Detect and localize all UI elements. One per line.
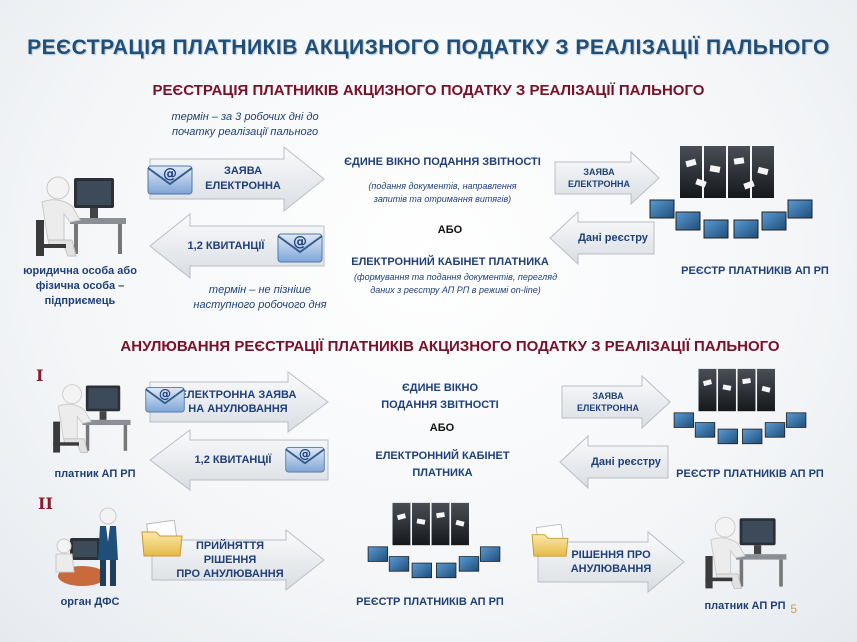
dfs-label: орган ДФС — [60, 596, 120, 608]
receipt-arrow-label: 1,2 КВИТАНЦІЇ — [187, 240, 265, 252]
cabinet-note-line1: (формування та подання документів, перег… — [353, 272, 558, 282]
receipt-arrow-label: 1,2 КВИТАНЦІЇ — [194, 454, 272, 466]
registry-label: РЕЄСТР ПЛАТНИКІВ АП РП — [356, 596, 504, 608]
small-application-arrow-label: ЗАЯВА ЕЛЕКТРОННА — [566, 386, 650, 418]
decision-notice-arrow: РІШЕННЯ ПРО АНУЛЮВАННЯ — [536, 530, 686, 594]
decision-notice-line1: РІШЕННЯ ПРО — [571, 549, 651, 561]
email-envelope-icon: @ — [146, 158, 194, 203]
registry-label: РЕЄСТР ПЛАТНИКІВ АП РП — [681, 265, 829, 277]
section1-title: РЕЄСТРАЦІЯ ПЛАТНИКІВ АКЦИЗНОГО ПОДАТКУ З… — [152, 82, 705, 99]
person-label: юридична особа або фізична особа – підпр… — [22, 264, 138, 309]
registry-data-arrow-label: Дані реєстру — [591, 456, 661, 468]
registry-data-arrow-label: Дані реєстру — [578, 232, 648, 244]
single-window-title: ЄДИНЕ ВІКНО ПОДАННЯ ЗВІТНОСТІ — [344, 156, 541, 168]
cabinet-title: ЕЛЕКТРОННИЙ КАБІНЕТ ПЛАТНИКА — [351, 256, 549, 268]
receipt-arrow: 1,2 КВИТАНЦІЇ — [148, 428, 330, 492]
deadline-bottom-line2: наступного робочого дня — [193, 299, 327, 311]
step-two-marker: II — [38, 494, 53, 513]
decision-line1: ПРИЙНЯТТЯ РІШЕННЯ — [195, 540, 265, 566]
registry-data-arrow: Дані реєстру — [548, 210, 656, 266]
tax-office-staff-icon — [52, 502, 132, 590]
small-application-arrow: ЗАЯВА ЕЛЕКТРОННА — [560, 374, 672, 430]
application-arrow-line2: ЕЛЕКТРОННА — [205, 180, 281, 192]
single-window-note-line2: запитів та отримання витягів) — [373, 194, 512, 204]
svg-text:@: @ — [163, 166, 177, 182]
single-window-line1: ЄДИНЕ ВІКНО — [401, 382, 479, 394]
cancel-application-line2: НА АНУЛЮВАННЯ — [188, 403, 288, 415]
deadline-top-line1: термін – за 3 робочих дні до — [171, 111, 319, 123]
person-at-computer-icon — [30, 160, 130, 260]
registry-label: РЕЄСТР ПЛАТНИКІВ АП РП — [676, 468, 824, 480]
small-application-arrow: ЗАЯВА ЕЛЕКТРОННА — [553, 150, 661, 206]
cabinet-line1: ЕЛЕКТРОННИЙ КАБІНЕТ — [375, 450, 510, 462]
cabinet-note: (формування та подання документів, перег… — [318, 271, 593, 297]
cancel-application-arrow: ЕЛЕКТРОННА ЗАЯВА НА АНУЛЮВАННЯ — [148, 370, 330, 434]
person-label-line3: підприємець — [44, 295, 116, 307]
svg-text:@: @ — [299, 447, 311, 461]
or-label: АБО — [437, 224, 463, 236]
single-window-note-line1: (подання документів, направлення — [368, 181, 517, 191]
cancel-application-line1: ЕЛЕКТРОННА ЗАЯВА — [179, 389, 297, 401]
decision-arrow: ПРИЙНЯТТЯ РІШЕННЯ ПРО АНУЛЮВАННЯ — [150, 528, 326, 592]
email-envelope-icon: @ — [276, 226, 324, 271]
small-application-line1: ЗАЯВА — [583, 167, 615, 177]
single-window-title: ЄДИНЕ ВІКНО ПОДАННЯ ЗВІТНОСТІ — [360, 380, 520, 414]
single-window-line2: ПОДАННЯ ЗВІТНОСТІ — [381, 399, 499, 411]
or-label: АБО — [429, 422, 455, 434]
decision-notice-line2: АНУЛЮВАННЯ — [570, 563, 652, 575]
deadline-top-line2: початку реалізації пального — [171, 126, 319, 138]
application-arrow: ЗАЯВА ЕЛЕКТРОННА — [148, 145, 326, 213]
cabinet-line2: ПЛАТНИКА — [412, 467, 473, 479]
person-at-computer-icon — [700, 502, 790, 592]
cabinet-note-line2: даних з реєстру АП РП в режимі on-line) — [370, 285, 541, 295]
person-label-line1: юридична особа або — [23, 265, 137, 277]
small-application-arrow-label: ЗАЯВА ЕЛЕКТРОННА — [559, 162, 639, 194]
deadline-top: термін – за 3 робочих дні до початку реа… — [140, 110, 350, 140]
application-arrow-line1: ЗАЯВА — [223, 165, 263, 177]
svg-text:@: @ — [293, 234, 307, 250]
email-envelope-icon: @ — [284, 440, 326, 481]
cancel-application-arrow-label: ЕЛЕКТРОННА ЗАЯВА НА АНУЛЮВАННЯ — [178, 382, 298, 422]
page-number: 5 — [790, 602, 797, 616]
single-window-note: (подання документів, направлення запитів… — [325, 180, 560, 206]
registry-server-icon — [646, 140, 816, 258]
deadline-bottom: термін – не пізніше наступного робочого … — [160, 283, 360, 313]
step-one-marker: I — [36, 366, 44, 385]
decision-notice-arrow-label: РІШЕННЯ ПРО АНУЛЮВАННЯ — [566, 542, 656, 582]
registry-data-arrow: Дані реєстру — [558, 434, 670, 490]
payer-label: платник АП РП — [704, 600, 786, 612]
registry-server-icon — [660, 364, 820, 460]
person-at-computer-icon — [46, 370, 136, 456]
small-application-line2: ЕЛЕКТРОННА — [568, 179, 630, 189]
section2-title: АНУЛЮВАННЯ РЕЄСТРАЦІЇ ПЛАТНИКІВ АКЦИЗНОГ… — [120, 338, 780, 355]
deadline-bottom-line1: термін – не пізніше — [208, 284, 312, 296]
page-title: РЕЄСТРАЦІЯ ПЛАТНИКІВ АКЦИЗНОГО ПОДАТКУ З… — [27, 36, 830, 59]
small-application-line2: ЕЛЕКТРОННА — [577, 403, 639, 413]
document-folder-icon — [140, 519, 184, 563]
decision-line2: ПРО АНУЛЮВАННЯ — [176, 568, 284, 580]
svg-text:@: @ — [159, 387, 171, 401]
application-arrow-label: ЗАЯВА ЕЛЕКТРОННА — [198, 159, 288, 199]
person-label-line2: фізична особа – — [35, 280, 125, 292]
cabinet-title: ЕЛЕКТРОННИЙ КАБІНЕТ ПЛАТНИКА — [350, 448, 535, 482]
email-envelope-icon: @ — [144, 380, 186, 421]
registry-server-icon — [354, 498, 514, 594]
small-application-line1: ЗАЯВА — [592, 391, 624, 401]
document-folder-icon — [530, 523, 570, 563]
decision-arrow-label: ПРИЙНЯТТЯ РІШЕННЯ ПРО АНУЛЮВАННЯ — [170, 540, 290, 580]
payer-label: платник АП РП — [54, 468, 136, 480]
